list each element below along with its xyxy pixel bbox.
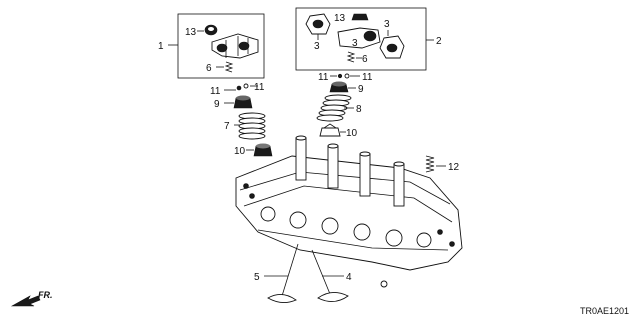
front-direction-label: FR.	[38, 290, 53, 300]
callout-6-right[interactable]: 6	[362, 54, 368, 65]
callout-13-left[interactable]: 13	[185, 27, 197, 38]
callout-11-left[interactable]: 11	[210, 86, 221, 97]
callout-2[interactable]: 2	[436, 36, 442, 47]
callout-12[interactable]: 12	[448, 162, 460, 173]
shim-11-left-icon	[236, 83, 249, 91]
cap-13-right-icon	[351, 13, 369, 21]
callout-8[interactable]: 8	[356, 104, 362, 115]
valve-spring-7-icon	[238, 112, 266, 140]
assembly-box-1	[168, 13, 265, 79]
callout-11-far[interactable]: 11	[362, 72, 373, 83]
callout-11-center[interactable]: 11	[318, 72, 329, 83]
retainer-10-left-icon	[253, 143, 273, 157]
callout-3-b[interactable]: 3	[384, 19, 390, 30]
front-direction-arrow-icon	[10, 295, 41, 307]
callout-3-a[interactable]: 3	[314, 41, 320, 52]
diagram-code: TR0AE1201	[580, 306, 629, 316]
callout-9-left[interactable]: 9	[214, 99, 220, 110]
cylinder-head-icon	[235, 135, 463, 288]
callout-3-c[interactable]: 3	[352, 38, 358, 49]
callout-7[interactable]: 7	[224, 121, 230, 132]
callout-6-left[interactable]: 6	[206, 63, 212, 74]
spring-6-left-icon	[224, 61, 234, 73]
callout-10-right[interactable]: 10	[346, 128, 358, 139]
valve-4-icon	[311, 249, 349, 302]
callout-10-left[interactable]: 10	[234, 146, 246, 157]
rocker-arm-left-icon	[211, 33, 259, 59]
callout-9-right[interactable]: 9	[358, 84, 364, 95]
cap-13-icon	[204, 24, 218, 36]
spring-6-right-icon	[346, 51, 356, 63]
rocker-arm-right-icon	[305, 13, 405, 59]
callout-11-right-of-left[interactable]: 11	[254, 82, 265, 93]
retainer-10-right-icon	[319, 123, 341, 137]
callout-1[interactable]: 1	[158, 41, 164, 52]
valve-spring-8-icon	[316, 94, 352, 122]
callout-5[interactable]: 5	[254, 272, 260, 283]
callout-13-right[interactable]: 13	[334, 13, 346, 24]
shim-11-right-icon	[337, 73, 350, 79]
valve-seal-9-right-icon	[329, 81, 349, 93]
callout-4[interactable]: 4	[346, 272, 352, 283]
valve-5-icon	[267, 243, 299, 303]
bolt-12-icon	[425, 155, 435, 173]
assembly-box-2	[295, 7, 434, 71]
valve-seal-9-left-icon	[233, 95, 253, 109]
